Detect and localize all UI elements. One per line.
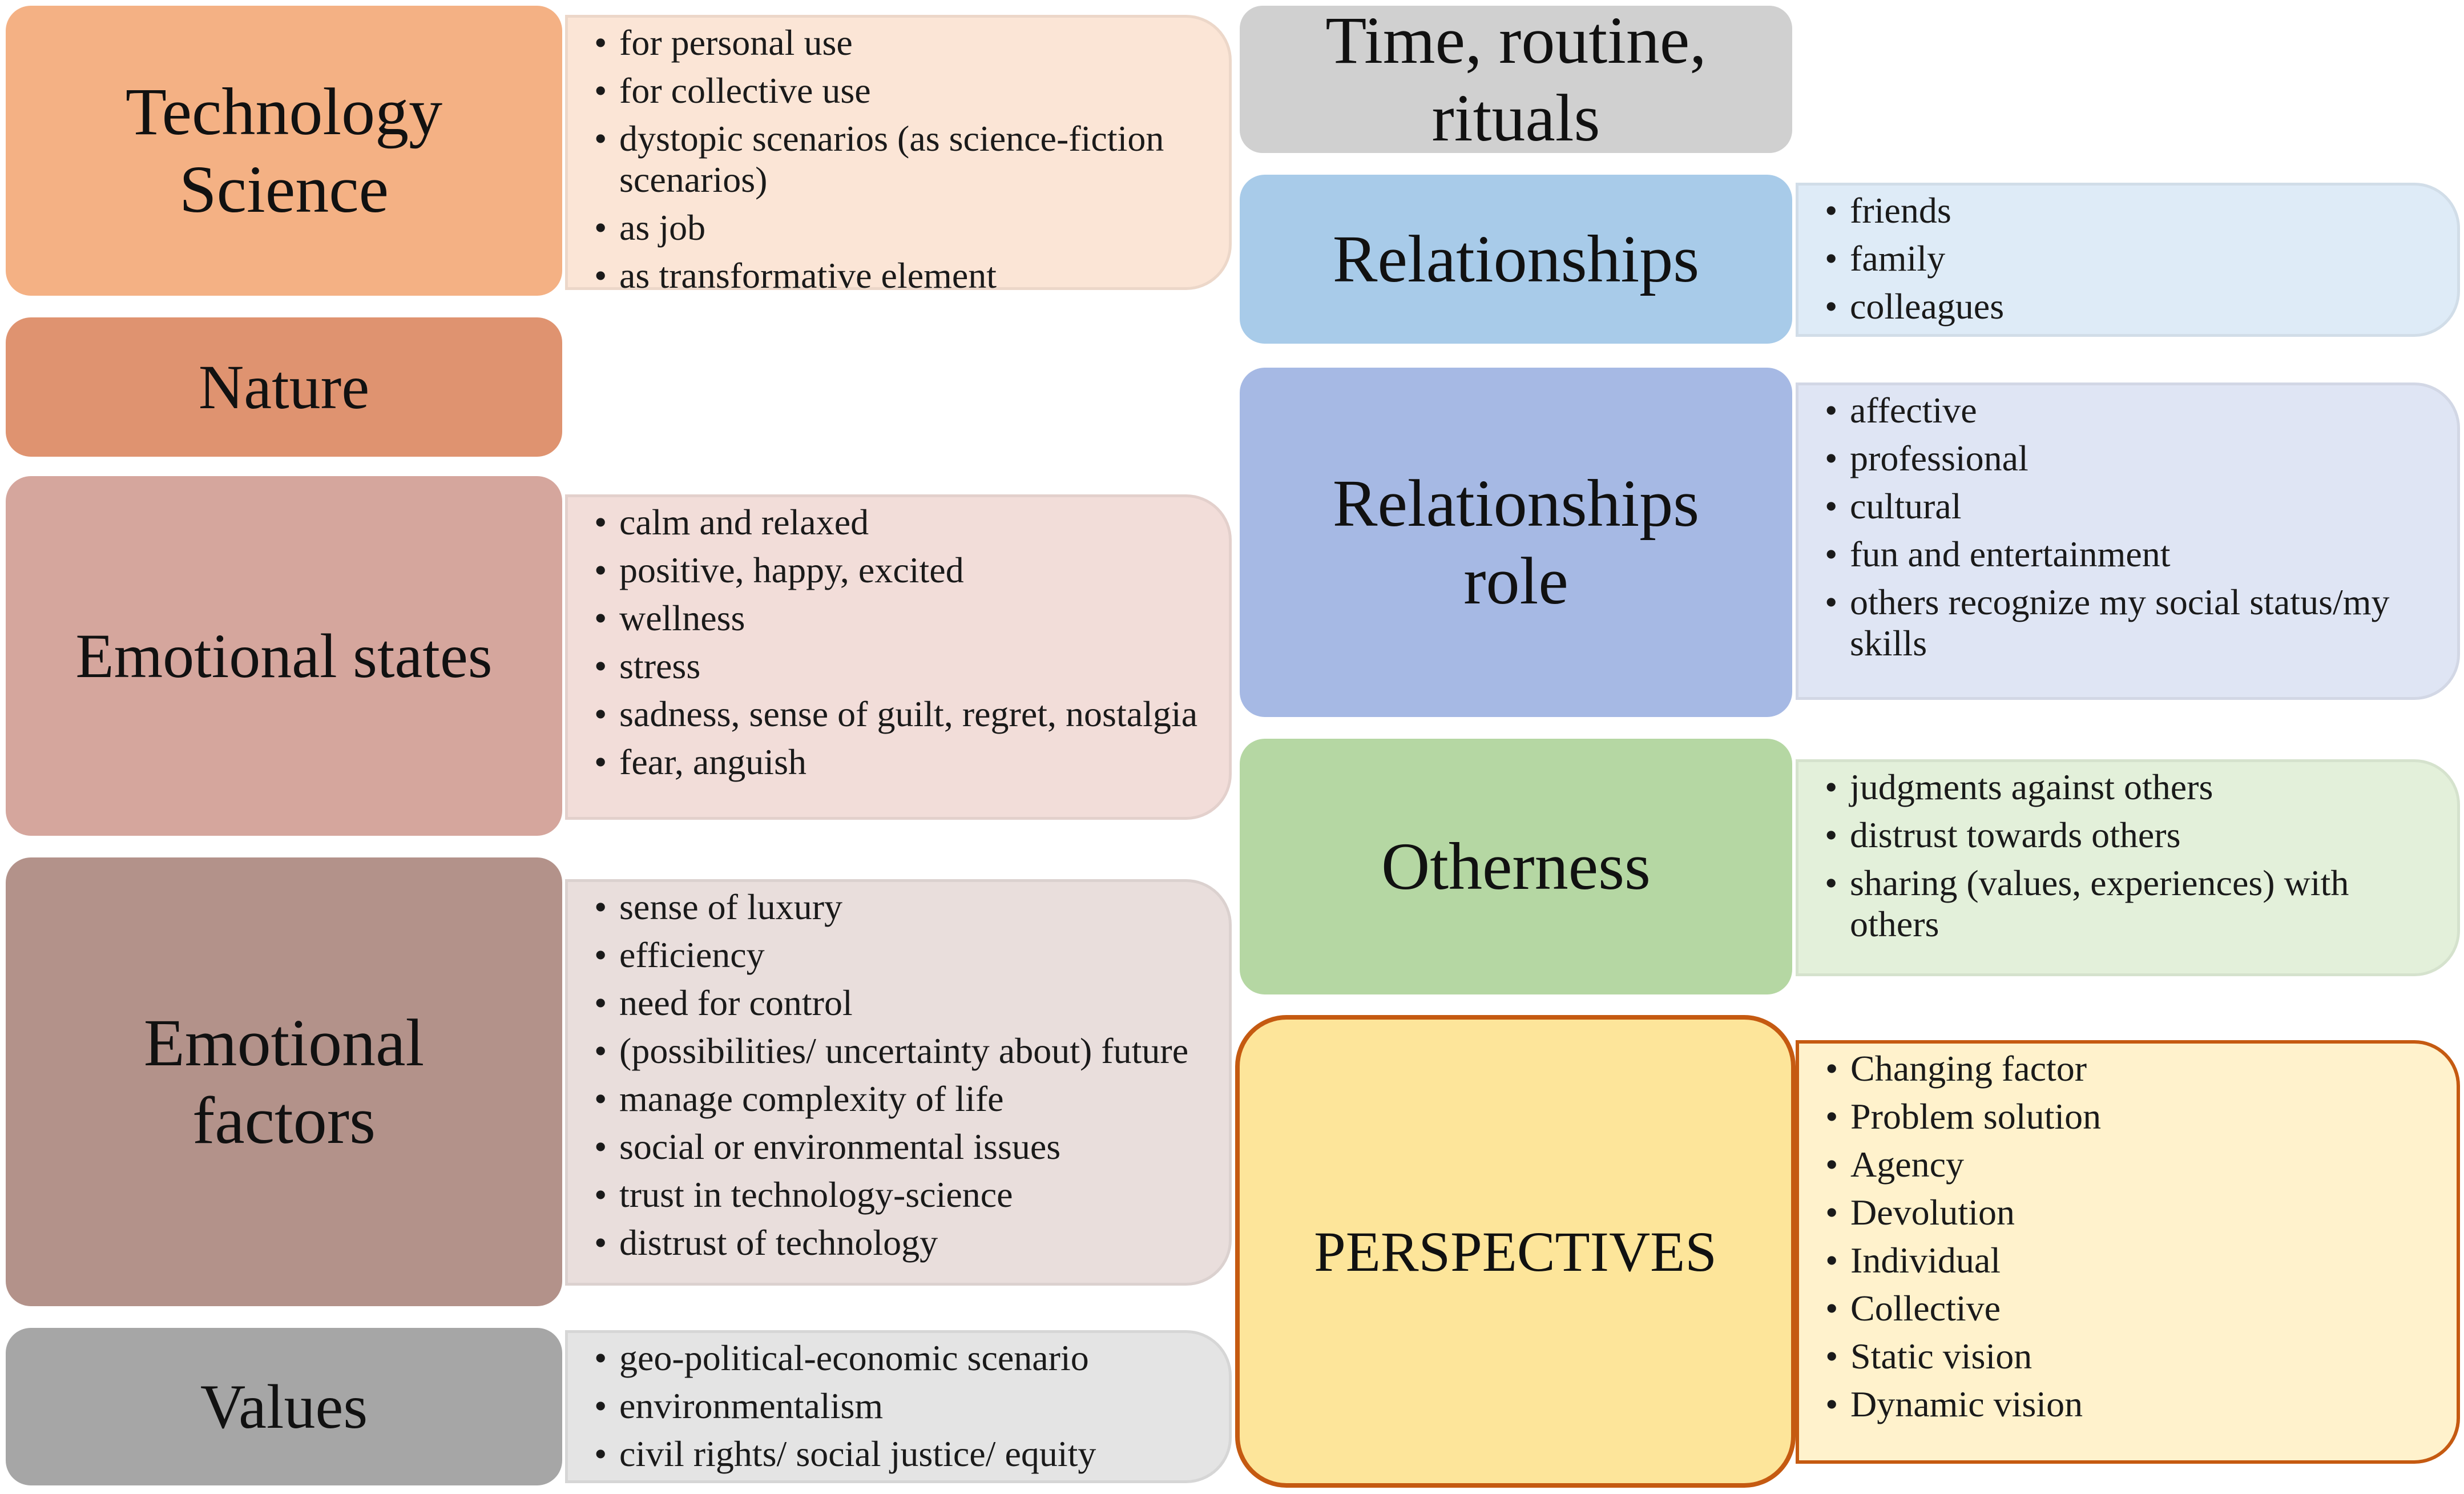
- list-item: positive, happy, excited: [594, 550, 1206, 591]
- list-item: sharing (values, experiences) with other…: [1825, 863, 2434, 945]
- list-item: as transformative element: [594, 255, 1206, 296]
- list-item: need for control: [594, 982, 1206, 1024]
- list-item: professional: [1825, 438, 2434, 479]
- list-item: Dynamic vision: [1825, 1384, 2434, 1425]
- list-item: stress: [594, 646, 1206, 687]
- list-item: sense of luxury: [594, 887, 1206, 928]
- list-item: fun and entertainment: [1825, 534, 2434, 575]
- list-item: Collective: [1825, 1288, 2434, 1329]
- category-nature: Nature: [6, 317, 562, 457]
- detail-perspectives: Changing factorProblem solutionAgencyDev…: [1796, 1040, 2460, 1464]
- list-item: geo-political-economic scenario: [594, 1338, 1206, 1379]
- detail-values: geo-political-economic scenario environme…: [565, 1330, 1232, 1483]
- category-values: Values: [6, 1328, 562, 1485]
- detail-otherness: judgments against others distrust towards…: [1796, 759, 2460, 976]
- detail-emotional-states: calm and relaxed positive, happy, excited…: [565, 494, 1232, 820]
- category-perspectives: PERSPECTIVES: [1235, 1015, 1796, 1488]
- list-item: wellness: [594, 598, 1206, 639]
- bullet-list: for personal use for collective use dystop…: [594, 22, 1206, 296]
- list-item: Individual: [1825, 1240, 2434, 1281]
- category-relationships-role: Relationships role: [1240, 368, 1792, 717]
- category-relationships: Relationships: [1240, 175, 1792, 344]
- list-item: friends: [1825, 190, 2434, 231]
- bullet-list: calm and relaxed positive, happy, excited…: [594, 502, 1206, 783]
- bullet-list: sense of luxury efficiency need for contro…: [594, 887, 1206, 1263]
- list-item: Problem solution: [1825, 1096, 2434, 1137]
- category-otherness: Otherness: [1240, 739, 1792, 994]
- detail-emotional-factors: sense of luxury efficiency need for contro…: [565, 879, 1232, 1286]
- list-item: cultural: [1825, 486, 2434, 527]
- list-item: others recognize my social status/my ski…: [1825, 582, 2434, 664]
- list-item: trust in technology-science: [594, 1174, 1206, 1215]
- list-item: environmentalism: [594, 1386, 1206, 1427]
- list-item: for collective use: [594, 70, 1206, 111]
- list-item: distrust towards others: [1825, 815, 2434, 856]
- list-item: family: [1825, 238, 2434, 279]
- list-item: distrust of technology: [594, 1222, 1206, 1263]
- detail-relationships: friends family colleagues: [1796, 183, 2460, 337]
- list-item: dystopic scenarios (as science-fiction s…: [594, 118, 1206, 200]
- list-item: colleagues: [1825, 286, 2434, 327]
- list-item: for personal use: [594, 22, 1206, 63]
- category-emotional-factors: Emotional factors: [6, 857, 562, 1306]
- bullet-list: judgments against others distrust towards…: [1825, 767, 2434, 945]
- list-item: civil rights/ social justice/ equity: [594, 1433, 1206, 1475]
- list-item: efficiency: [594, 935, 1206, 976]
- list-item: sadness, sense of guilt, regret, nostalg…: [594, 694, 1206, 735]
- detail-relationships-role: affective professional cultural fun and ent…: [1796, 382, 2460, 700]
- category-time-routine-rituals: Time, routine, rituals: [1240, 3, 1792, 155]
- list-item: manage complexity of life: [594, 1078, 1206, 1120]
- list-item: Static vision: [1825, 1336, 2434, 1377]
- list-item: (possibilities/ uncertainty about) futur…: [594, 1030, 1206, 1072]
- list-item: Changing factor: [1825, 1048, 2434, 1089]
- list-item: Agency: [1825, 1144, 2434, 1185]
- list-item: as job: [594, 207, 1206, 248]
- list-item: fear, anguish: [594, 742, 1206, 783]
- bullet-list: geo-political-economic scenario environme…: [594, 1338, 1206, 1475]
- category-technology-science: Technology Science: [6, 6, 562, 296]
- list-item: Devolution: [1825, 1192, 2434, 1233]
- detail-technology-science: for personal use for collective use dystop…: [565, 15, 1232, 296]
- bullet-list: affective professional cultural fun and ent…: [1825, 390, 2434, 664]
- bullet-list: Changing factorProblem solutionAgencyDev…: [1825, 1048, 2434, 1425]
- category-emotional-states: Emotional states: [6, 476, 562, 836]
- list-item: social or environmental issues: [594, 1126, 1206, 1167]
- list-item: calm and relaxed: [594, 502, 1206, 543]
- list-item: judgments against others: [1825, 767, 2434, 808]
- list-item: affective: [1825, 390, 2434, 431]
- bullet-list: friends family colleagues: [1825, 190, 2434, 327]
